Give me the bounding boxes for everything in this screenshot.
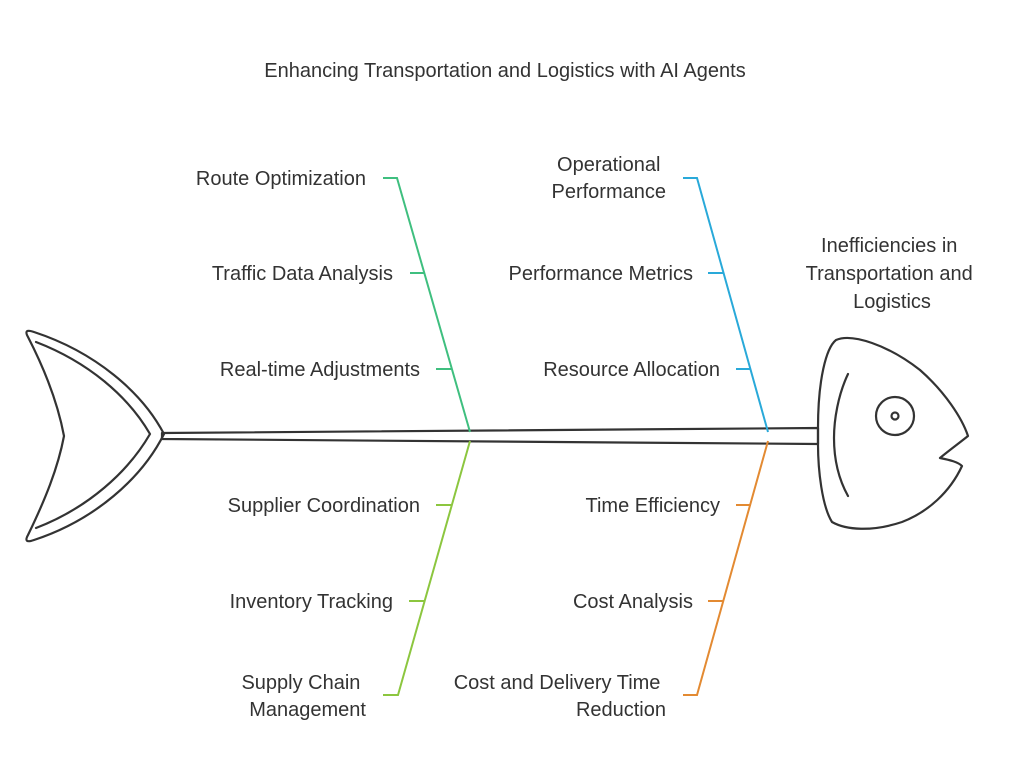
branch-line <box>383 177 471 433</box>
cause-label: Supplier Coordination <box>228 495 420 517</box>
cause-label: Time Efficiency <box>586 495 720 517</box>
fish-head <box>816 336 970 530</box>
cause-label: Performance Metrics <box>509 263 694 285</box>
effect-line: Transportation and <box>806 263 973 285</box>
branch-header: Cost and Delivery Time Reduction <box>454 672 666 721</box>
branch-cost-and-delivery-time-reduction: Time Efficiency Cost Analysis Cost and D… <box>454 440 769 721</box>
cause-label: Inventory Tracking <box>230 591 393 613</box>
effect-label: Inefficiencies in Transportation and Log… <box>806 235 979 313</box>
fish-eye-icon <box>874 395 916 437</box>
branch-line <box>683 177 769 433</box>
branch-header: Route Optimization <box>196 168 366 190</box>
fish-spine <box>160 426 820 446</box>
cause-label: Cost Analysis <box>573 591 693 613</box>
branch-route-optimization: Route Optimization Traffic Data Analysis… <box>196 168 471 433</box>
effect-line: Inefficiencies in <box>821 235 957 257</box>
branch-supply-chain-management: Supplier Coordination Inventory Tracking… <box>228 440 471 721</box>
fish-tail <box>25 329 166 543</box>
branch-operational-performance: Operational Performance Performance Metr… <box>509 154 769 433</box>
diagram-title: Enhancing Transportation and Logistics w… <box>264 60 745 82</box>
effect-line: Logistics <box>853 291 931 313</box>
cause-label: Resource Allocation <box>543 359 720 381</box>
branch-line <box>683 440 769 696</box>
cause-label: Traffic Data Analysis <box>212 263 393 285</box>
branch-header: Operational Performance <box>552 154 667 203</box>
branch-header: Supply Chain Management <box>241 672 366 721</box>
branch-line <box>383 440 471 696</box>
cause-label: Real-time Adjustments <box>220 359 420 381</box>
